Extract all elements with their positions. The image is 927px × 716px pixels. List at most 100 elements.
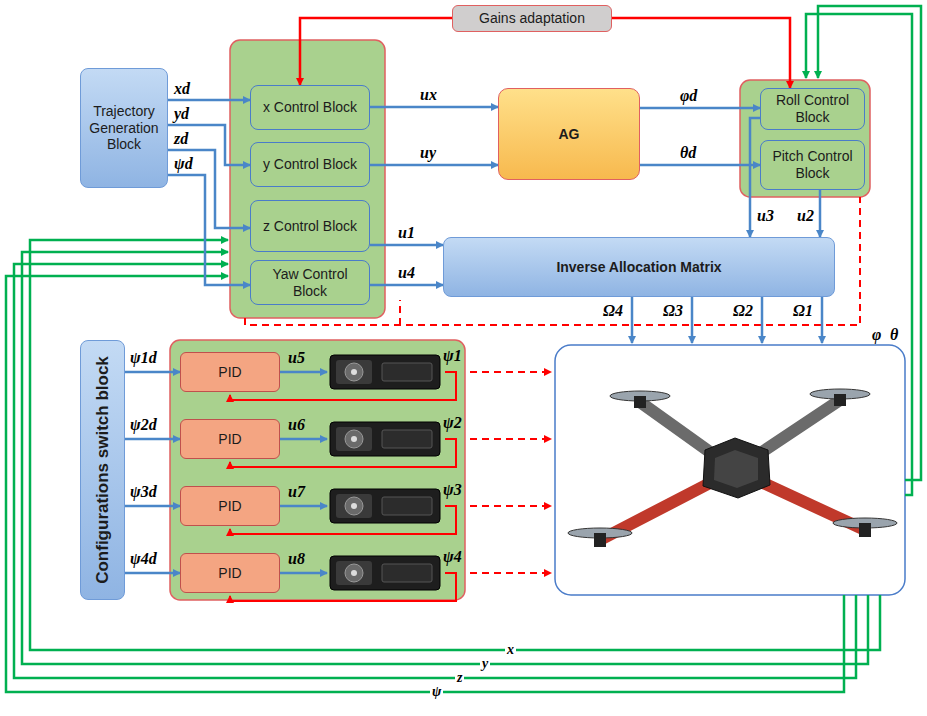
signal-name: θ [890,327,898,343]
box-label: Trajectory Generation Block [86,103,162,153]
signal-arrow [370,284,443,287]
attitude-group [740,80,870,197]
servo-shaft [351,436,357,442]
servo-command [280,371,327,374]
signal-name: Ω1 [793,303,813,319]
box-label: AG [559,126,580,143]
signal-arrow [125,371,180,374]
signal-name: Ω4 [603,303,623,319]
signal-name: ψ1 [443,348,462,364]
servo-motor [330,556,440,590]
trajectory-block: Trajectory Generation Block [80,68,168,188]
box-label: PID [218,498,241,515]
attitude-generator: AG [498,88,640,180]
adaptation-arrow [300,18,452,85]
signal-arrow [125,505,180,508]
adaptation-lines [245,197,860,325]
signal-name: yd [174,106,189,122]
servo-case [382,564,432,582]
servo-horn-mount [336,360,372,384]
servo-shaft [351,503,357,509]
servo-motor [330,422,440,456]
servo-case [382,363,432,381]
box-label: Inverse Allocation Matrix [556,259,721,276]
signal-name: zd [174,131,188,147]
servo-case [382,497,432,515]
servo-horn-mount [336,494,372,518]
servo-shaft [351,570,357,576]
servo-group [170,340,465,600]
adaptation-box: Gains adaptation [452,5,612,32]
box-label: PID [218,431,241,448]
signal-name: ψ [430,685,443,699]
box-label: PID [218,565,241,582]
signal-arrow [370,106,498,109]
signal-name: ψ2 [443,415,462,431]
servo-motor [330,355,440,389]
box-label: Gains adaptation [479,10,585,27]
rotor-speed-arrows [632,297,822,343]
signal-arrow [370,164,498,167]
servo-horn [345,430,363,448]
servo-command [280,505,327,508]
signal-name: u4 [398,265,415,281]
box-label: y Control Block [263,156,357,173]
signal-name: ψ1d [130,350,157,366]
switch-block: Configurations switch block [80,340,125,600]
servo-horn [345,497,363,515]
box-label: Configurations switch block [92,356,112,584]
signal-name: u6 [288,417,305,433]
pid-box: PID [180,553,280,593]
signal-name: φ [872,327,881,343]
servo-horn-mount [336,561,372,585]
signal-name: ψ2d [130,417,157,433]
signal-arrow [125,572,180,575]
servo-case [382,430,432,448]
box-label: z Control Block [263,218,357,235]
servo-command [280,438,327,441]
box-label: PID [218,364,241,381]
signal-name: xd [174,81,190,97]
control-block: Pitch Control Block [760,140,865,190]
servo-horn [345,564,363,582]
servo-horn [345,363,363,381]
signal-name: u8 [288,551,305,567]
signal-name: y [480,657,490,671]
pid-box: PID [180,352,280,392]
signal-arrow [168,175,250,285]
signal-name: θd [680,145,696,161]
control-group [230,40,385,318]
box-label: Yaw Control Block [256,266,364,300]
feedback-lines [6,6,921,692]
signal-name: u3 [757,208,774,224]
signal-name: ψd [174,156,193,172]
control-block: x Control Block [250,85,370,130]
servo-horn-mount [336,427,372,451]
control-block: Yaw Control Block [250,260,370,305]
control-block: Roll Control Block [760,88,865,130]
signal-name: u7 [288,484,305,500]
signal-arrow [168,99,250,102]
signal-name: z [455,671,464,685]
signal-arrow [168,150,250,228]
signal-name: Ω3 [663,303,683,319]
box-label: x Control Block [263,99,357,116]
signal-name: φd [680,88,697,104]
box-label: Roll Control Block [766,92,859,126]
pid-box: PID [180,419,280,459]
adaptation-arrow [612,18,790,88]
allocation-block: Inverse Allocation Matrix [443,237,835,297]
servo-links [470,372,551,573]
signal-name: Ω2 [733,303,753,319]
signal-name: ψ4 [443,549,462,565]
signal-name: ux [420,87,437,103]
signal-name: ψ4d [130,551,157,567]
signal-name: uy [420,145,436,161]
control-block: y Control Block [250,142,370,187]
servo-command [280,572,327,575]
servo-shaft [351,369,357,375]
signal-name: u1 [398,225,415,241]
signal-arrow [125,438,180,441]
signal-arrow [640,164,760,167]
box-label: Pitch Control Block [766,148,859,182]
